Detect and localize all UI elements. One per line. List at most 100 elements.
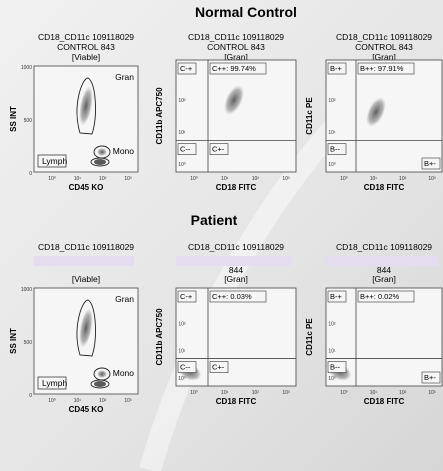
x-tick-label: 10³ xyxy=(282,390,290,396)
x-tick-label: 10¹ xyxy=(74,398,82,404)
section-title-normal-control: Normal Control xyxy=(195,4,297,20)
redaction-bar xyxy=(176,256,292,266)
quadrant-label-tl: C-+ xyxy=(180,64,193,73)
x-tick-label: 10⁰ xyxy=(48,176,56,182)
quadrant-label-tl: B-+ xyxy=(330,64,343,73)
panel-header-line: [Gran] xyxy=(372,52,396,62)
quadrant-label-bl: B-- xyxy=(330,145,341,154)
x-tick-label: 10⁰ xyxy=(190,176,198,182)
population-cloud xyxy=(366,97,386,127)
panel-header-line: 844 xyxy=(229,265,243,275)
y-tick-label: 10⁰ xyxy=(178,376,186,382)
quadrant-label-tr: C++: 0.03% xyxy=(212,292,252,301)
y-tick-label: 10¹ xyxy=(328,349,336,355)
quadrant-label-box xyxy=(177,290,197,303)
y-tick-label: 10⁰ xyxy=(328,162,336,168)
gate-label-mono: Mono xyxy=(113,368,135,378)
panel-header-line: CONTROL 843 xyxy=(355,42,413,52)
x-tick-label: 10³ xyxy=(124,398,132,404)
y-tick-label: 10⁰ xyxy=(328,376,336,382)
quadrant-label-box xyxy=(327,361,347,373)
quadrant-label-bl: C-- xyxy=(180,363,191,372)
x-tick-label: 10² xyxy=(399,390,407,396)
y-axis-label: CD11b APC750 xyxy=(155,87,164,145)
redaction-bar xyxy=(34,256,134,266)
x-axis-label: CD18 FITC xyxy=(364,183,405,192)
panel-header-line: CONTROL 843 xyxy=(57,42,115,52)
quadrant-label-bl: B-- xyxy=(330,363,341,372)
panel-header-line: [Gran] xyxy=(372,274,396,284)
x-axis-label: CD18 FITC xyxy=(216,397,257,406)
y-tick-label: 1000 xyxy=(21,287,32,293)
x-tick-label: 10² xyxy=(99,398,107,404)
quadrant-label-br: C+- xyxy=(212,363,225,372)
gran-gate xyxy=(76,299,96,357)
quadrant-label-br: B+- xyxy=(424,159,436,168)
gran-gate xyxy=(76,77,96,135)
quadrant-label-box xyxy=(209,290,267,303)
x-axis-label: CD45 KO xyxy=(69,405,104,414)
x-tick-label: 10¹ xyxy=(370,176,378,182)
y-axis-label: CD11c PE xyxy=(305,318,314,356)
quadrant-label-tr: B++: 0.02% xyxy=(360,292,400,301)
redaction-bar xyxy=(326,256,438,266)
x-axis-label: CD18 FITC xyxy=(216,183,257,192)
y-tick-label: 0 xyxy=(29,171,32,177)
quadrant-label-box xyxy=(327,290,347,303)
x-axis-label: CD18 FITC xyxy=(364,397,405,406)
x-axis-label: CD45 KO xyxy=(69,183,104,192)
y-tick-label: 10¹ xyxy=(328,130,336,136)
quadrant-label-box xyxy=(357,290,415,303)
gate-label-lymph: Lymph xyxy=(42,378,67,388)
x-tick-label: 10³ xyxy=(282,176,290,182)
lymph-gate xyxy=(90,157,110,167)
gate-label-gran: Gran xyxy=(115,294,134,304)
quadrant-label-tl: B-+ xyxy=(330,292,343,301)
gate-label-lymph: Lymph xyxy=(42,156,67,166)
panel-header-line: CD18_CD11c 109118029 xyxy=(38,242,134,252)
y-tick-label: 10² xyxy=(178,98,186,104)
x-tick-label: 10⁰ xyxy=(340,390,348,396)
y-tick-label: 0 xyxy=(29,393,32,399)
lymph-cloud xyxy=(94,381,106,387)
mono-cloud xyxy=(97,148,107,156)
lymph-cloud xyxy=(94,159,106,165)
y-axis-label: CD11b APC750 xyxy=(155,308,164,366)
gate-label-mono: Mono xyxy=(113,146,135,156)
x-tick-label: 10³ xyxy=(428,176,436,182)
x-tick-label: 10¹ xyxy=(221,176,229,182)
panel-header-line: [Viable] xyxy=(72,52,100,62)
plot-frame xyxy=(175,59,297,173)
panel-header-line: CD18_CD11c 109118029 xyxy=(336,32,432,42)
quadrant-label-box xyxy=(421,371,441,384)
x-tick-label: 10¹ xyxy=(74,176,82,182)
quadrant-label-tr: C++: 99.74% xyxy=(212,64,256,73)
quadrant-label-br: B+- xyxy=(424,373,436,382)
lymph-label-box xyxy=(37,376,67,390)
gate-label-gran: Gran xyxy=(115,72,134,82)
y-axis-label: SS INT xyxy=(9,106,18,132)
x-tick-label: 10⁰ xyxy=(340,176,348,182)
x-tick-label: 10¹ xyxy=(221,390,229,396)
lymph-gate xyxy=(90,379,110,389)
panel-header-line: CD18_CD11c 109118029 xyxy=(336,242,432,252)
quadrant-label-box xyxy=(327,143,347,155)
quadrant-label-bl: C-- xyxy=(180,145,191,154)
x-tick-label: 10⁰ xyxy=(190,390,198,396)
quadrant-label-box xyxy=(209,361,229,373)
gran-cloud xyxy=(79,308,93,348)
x-tick-label: 10² xyxy=(99,176,107,182)
quadrant-label-box xyxy=(177,361,197,373)
panel-header-line: CD18_CD11c 109118029 xyxy=(38,32,134,42)
quadrant-label-box xyxy=(421,157,441,170)
gran-cloud xyxy=(79,86,93,126)
quadrant-label-tr: B++: 97.91% xyxy=(360,64,404,73)
quadrant-label-box xyxy=(177,62,197,75)
mono-cloud xyxy=(97,370,107,378)
